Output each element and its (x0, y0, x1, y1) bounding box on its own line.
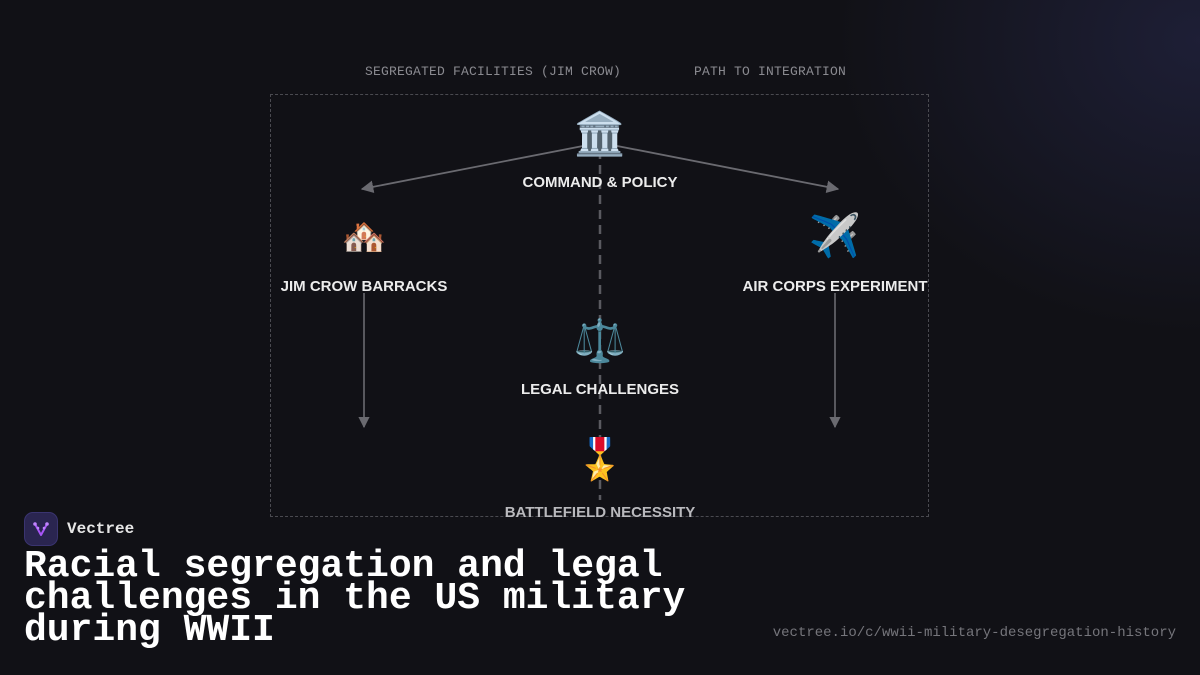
military-medal-icon: 🎖️ (575, 437, 625, 483)
edge-command-to-barracks (360, 144, 589, 194)
column-header-segregated: SEGREGATED FACILITIES (JIM CROW) (365, 64, 622, 79)
node-air-corps-experiment[interactable]: AIR CORPS EXPERIMENT (742, 278, 928, 295)
brand-name: Vectree (67, 520, 135, 538)
node-legal-challenges[interactable]: LEGAL CHALLENGES (520, 381, 680, 398)
node-battlefield-necessity[interactable]: BATTLEFIELD NECESSITY (504, 504, 696, 521)
airplane-icon: ✈️ (808, 211, 862, 260)
source-url[interactable]: vectree.io/c/wwii-military-desegregation… (772, 625, 1176, 641)
diagram-frame (270, 94, 929, 517)
houses-icon: 🏘️ (341, 217, 387, 258)
vectree-logo-icon (24, 512, 58, 546)
balance-scale-icon: ⚖️ (573, 316, 627, 365)
edge-command-to-aircorps (611, 144, 840, 194)
classical-building-icon: 🏛️ (573, 109, 627, 158)
node-jim-crow-barracks[interactable]: JIM CROW BARRACKS (280, 278, 448, 295)
page-title: Racial segregation and legal challenges … (24, 545, 686, 652)
brand: Vectree (24, 512, 134, 546)
node-command-policy[interactable]: COMMAND & POLICY (522, 174, 678, 191)
column-header-integration: PATH TO INTEGRATION (694, 64, 847, 79)
